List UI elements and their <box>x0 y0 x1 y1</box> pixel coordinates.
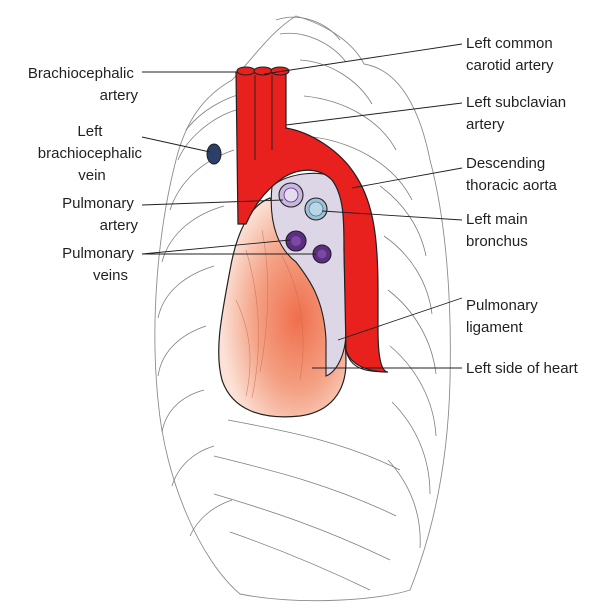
label-left-main-bronchus: Left main bronchus <box>466 211 532 250</box>
label-left-subclavian-artery: Left subclavian artery <box>466 94 570 133</box>
left-common-carotid-opening <box>254 67 272 75</box>
label-brachiocephalic-artery: Brachiocephalic artery <box>28 65 139 104</box>
pulmonary-vein-lower-lumen <box>318 250 327 259</box>
label-left-brachiocephalic-vein: Left brachiocephalic vein <box>38 123 146 184</box>
label-pulmonary-veins: Pulmonary veins <box>62 245 138 284</box>
left-brachiocephalic-vein <box>207 144 221 164</box>
label-left-common-carotid-artery: Left common carotid artery <box>466 35 557 74</box>
label-descending-thoracic-aorta: Descending thoracic aorta <box>466 155 558 194</box>
brachiocephalic-artery-opening <box>237 67 255 75</box>
left-main-bronchus-lumen <box>309 202 323 216</box>
label-pulmonary-artery: Pulmonary artery <box>62 195 138 234</box>
label-left-side-of-heart: Left side of heart <box>466 360 579 377</box>
pulmonary-vein-upper-lumen <box>291 236 301 246</box>
pulmonary-artery-lumen <box>284 188 298 202</box>
label-pulmonary-ligament: Pulmonary ligament <box>466 297 542 336</box>
